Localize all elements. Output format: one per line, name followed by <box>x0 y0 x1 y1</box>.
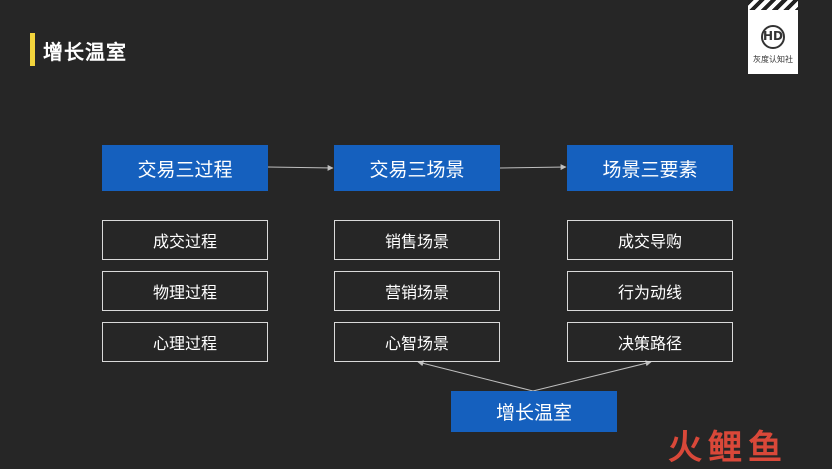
arrow-growth-to-decision-path <box>532 360 652 392</box>
logo-mark: HD <box>763 29 784 43</box>
heading-trade-scenes: 交易三场景 <box>334 145 500 191</box>
item-physical-process: 物理过程 <box>102 271 268 311</box>
item-behavior-flow: 行为动线 <box>567 271 733 311</box>
growth-greenhouse-box: 增长温室 <box>451 391 617 432</box>
item-deal-guide: 成交导购 <box>567 220 733 260</box>
logo-stripes <box>748 0 798 10</box>
heading-scene-elements: 场景三要素 <box>567 145 733 191</box>
arrow-growth-to-mind-scene <box>417 360 534 392</box>
heading-trade-process: 交易三过程 <box>102 145 268 191</box>
title-accent-bar <box>30 33 35 66</box>
item-decision-path: 决策路径 <box>567 322 733 362</box>
logo-caption: 灰度认知社 <box>753 55 793 64</box>
item-marketing-scene: 营销场景 <box>334 271 500 311</box>
watermark: 火鲤鱼 <box>668 428 788 468</box>
item-deal-process: 成交过程 <box>102 220 268 260</box>
logo: HD 灰度认知社 <box>748 0 798 74</box>
item-psychological-process: 心理过程 <box>102 322 268 362</box>
item-mind-scene: 心智场景 <box>334 322 500 362</box>
page-title: 增长温室 <box>43 40 127 64</box>
item-sales-scene: 销售场景 <box>334 220 500 260</box>
arrow-process-to-scene <box>267 164 334 171</box>
logo-badge-icon: HD <box>761 25 785 49</box>
arrow-scene-to-elements <box>499 164 567 171</box>
